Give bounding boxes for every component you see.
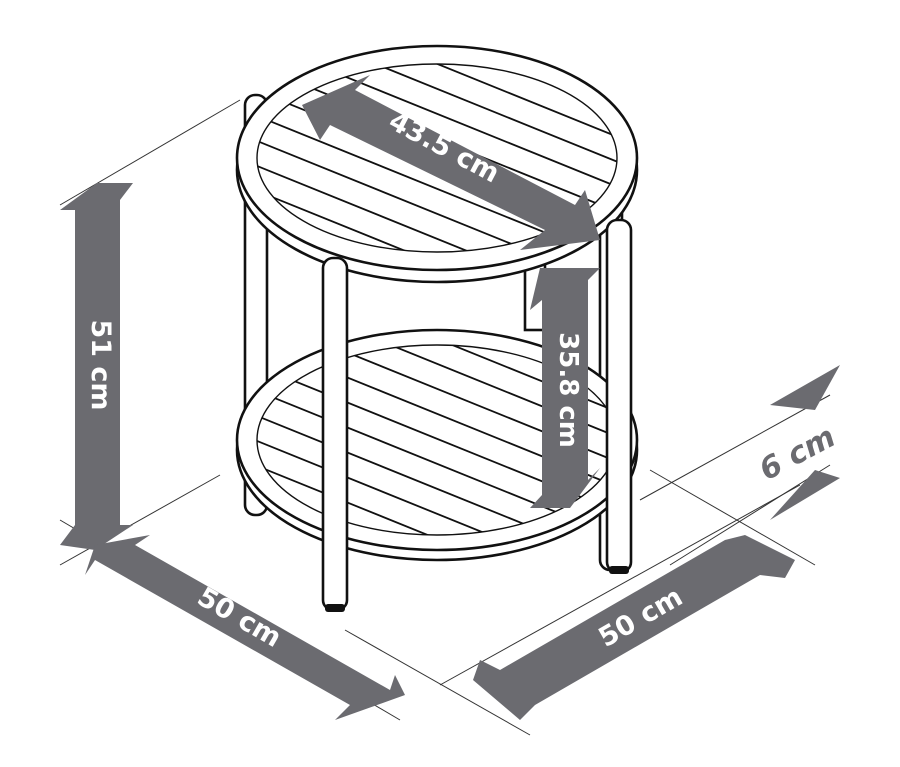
- dimension-rim-height: 6 cm: [754, 365, 841, 520]
- dimension-total-height: 51 cm: [60, 183, 133, 550]
- dimension-shelf-gap: 35.8 cm: [530, 268, 600, 508]
- svg-text:51 cm: 51 cm: [85, 319, 116, 410]
- svg-text:35.8 cm: 35.8 cm: [553, 332, 583, 448]
- front-legs: [321, 218, 633, 612]
- dimension-width: 50 cm: [85, 535, 405, 720]
- dimension-depth: 50 cm: [473, 535, 795, 720]
